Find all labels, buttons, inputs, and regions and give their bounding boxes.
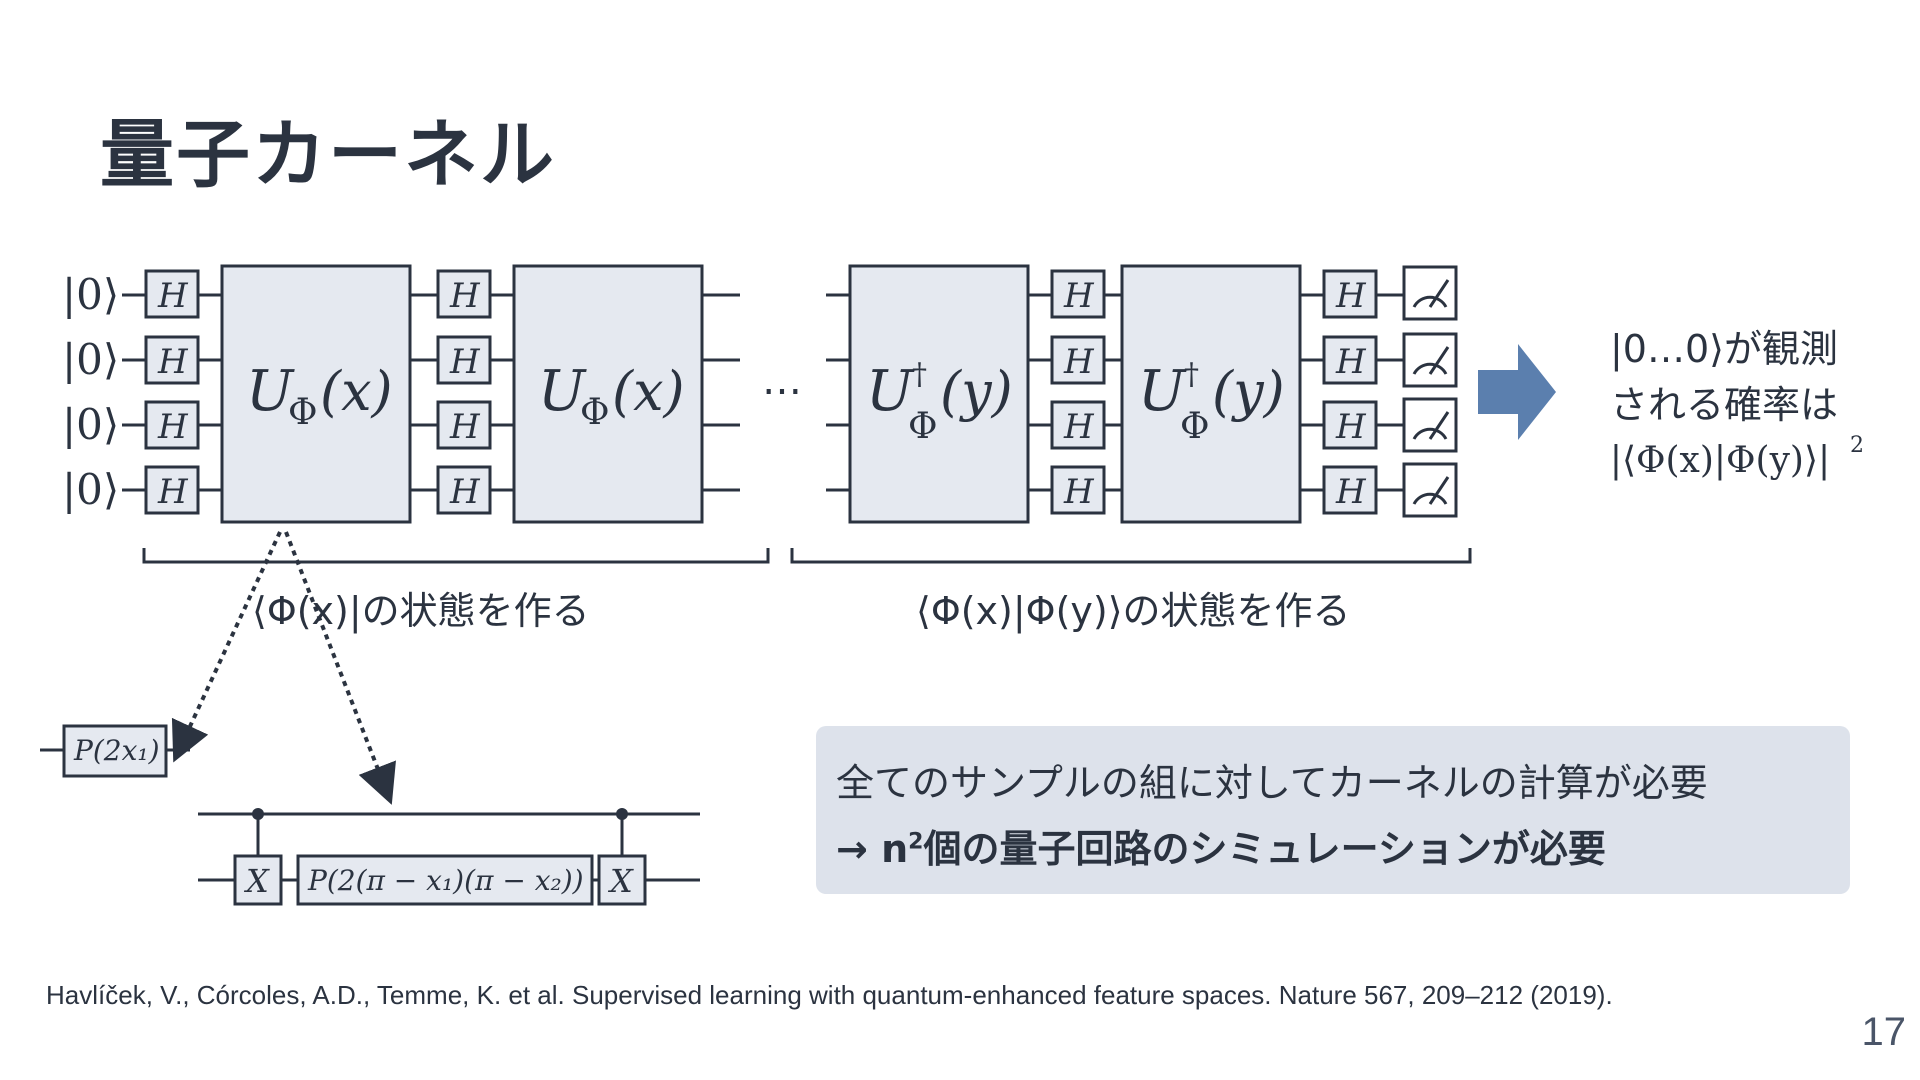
ellipsis: ⋯ [762, 368, 802, 414]
bracket-left-label: ⟨Φ(x)|の状態を作る [252, 589, 590, 634]
meter-icon [1402, 462, 1458, 518]
svg-text:H: H [1063, 472, 1095, 512]
svg-text:†: † [1184, 357, 1199, 392]
page-number: 17 [1861, 1010, 1907, 1054]
citation: Havlíček, V., Córcoles, A.D., Temme, K. … [46, 980, 1613, 1010]
u-phi-x-gate-2: U Φ (x) [512, 264, 704, 524]
h-gate-label: H [157, 342, 189, 382]
svg-text:H: H [1063, 407, 1095, 447]
svg-text:Φ: Φ [908, 406, 938, 447]
u-phi-dagger-y-gate-2: U † Φ (y) [1120, 264, 1302, 524]
svg-text:H: H [1335, 407, 1367, 447]
u-phi-x-gate-1: U Φ (x) [220, 264, 412, 524]
slide-title: 量子カーネル [100, 112, 556, 198]
bracket-right [790, 548, 1472, 564]
svg-text:(y): (y) [940, 360, 1013, 423]
svg-text:H: H [1335, 276, 1367, 316]
svg-text:される確率は: される確率は [1610, 383, 1838, 427]
h-gate-label: H [157, 276, 189, 316]
svg-text:H: H [449, 342, 481, 382]
meter-icon [1402, 397, 1458, 453]
svg-text:H: H [449, 472, 481, 512]
bracket-left [142, 548, 770, 564]
h-gate-column-4: H H H H [1322, 269, 1378, 515]
h-gate-column-3: H H H H [1050, 269, 1106, 515]
note-line-2-suffix: 個の量子回路のシミュレーションが必要 [923, 827, 1606, 871]
note-line-1: 全てのサンプルの組に対してカーネルの計算が必要 [836, 761, 1708, 805]
h-gate-label: H [157, 407, 189, 447]
svg-text:H: H [1335, 342, 1367, 382]
svg-text:(y): (y) [1212, 360, 1285, 423]
decomposition-arrow-right [284, 531, 396, 805]
svg-text:Φ: Φ [288, 392, 318, 433]
input-ket: |0⟩ [62, 270, 119, 319]
svg-text:H: H [449, 407, 481, 447]
svg-text:P(2x₁): P(2x₁) [73, 734, 160, 767]
svg-text:†: † [912, 357, 927, 392]
h-gate-label: H [157, 472, 189, 512]
svg-text:U: U [1138, 359, 1187, 424]
meter-icon [1402, 332, 1458, 388]
two-qubit-decomposition: X P(2(π − x₁)(π − x₂)) X [198, 808, 700, 906]
svg-text:U: U [866, 359, 915, 424]
meter-icon [1402, 265, 1458, 321]
note-line-2-exponent: 2 [908, 829, 924, 855]
h-gate-column-2: H H H H [436, 269, 492, 515]
u-phi-dagger-y-gate-1: U † Φ (y) [848, 264, 1030, 524]
svg-text:Φ: Φ [580, 392, 610, 433]
note-box [816, 726, 1850, 894]
svg-text:(x): (x) [320, 360, 393, 423]
measurement-meters [1402, 265, 1458, 518]
svg-text:H: H [1335, 472, 1367, 512]
result-arrow-icon [1478, 344, 1556, 440]
input-kets: |0⟩ |0⟩ |0⟩ |0⟩ [62, 270, 119, 514]
input-ket: |0⟩ [62, 335, 119, 384]
svg-text:H: H [449, 276, 481, 316]
svg-text:U: U [246, 359, 295, 424]
svg-text:X: X [243, 862, 270, 900]
input-ket: |0⟩ [62, 465, 119, 514]
input-ket: |0⟩ [62, 400, 119, 449]
decomposition-arrow-left [171, 531, 282, 763]
svg-text:H: H [1063, 342, 1095, 382]
svg-text:P(2(π − x₁)(π − x₂)): P(2(π − x₁)(π − x₂)) [307, 864, 584, 897]
result-text: |0…0⟩が観測 される確率は |⟨Φ(x)|Φ(y)⟩| 2 [1610, 327, 1864, 481]
note-line-2-prefix: → n [836, 827, 909, 871]
svg-text:2: 2 [1850, 433, 1864, 458]
svg-text:X: X [607, 862, 634, 900]
svg-text:|0…0⟩が観測: |0…0⟩が観測 [1610, 327, 1838, 372]
note-line-2: → n2個の量子回路のシミュレーションが必要 [836, 818, 1606, 873]
svg-text:U: U [538, 359, 587, 424]
svg-text:Φ: Φ [1180, 406, 1210, 447]
h-gate-column-1: H H H H [144, 269, 200, 515]
single-phase-gate: P(2x₁) [40, 724, 190, 778]
bracket-right-label: ⟨Φ(x)|Φ(y)⟩の状態を作る [916, 589, 1351, 634]
svg-text:(x): (x) [612, 360, 685, 423]
svg-text:|⟨Φ(x)|Φ(y)⟩|: |⟨Φ(x)|Φ(y)⟩| [1610, 440, 1830, 481]
svg-text:H: H [1063, 276, 1095, 316]
